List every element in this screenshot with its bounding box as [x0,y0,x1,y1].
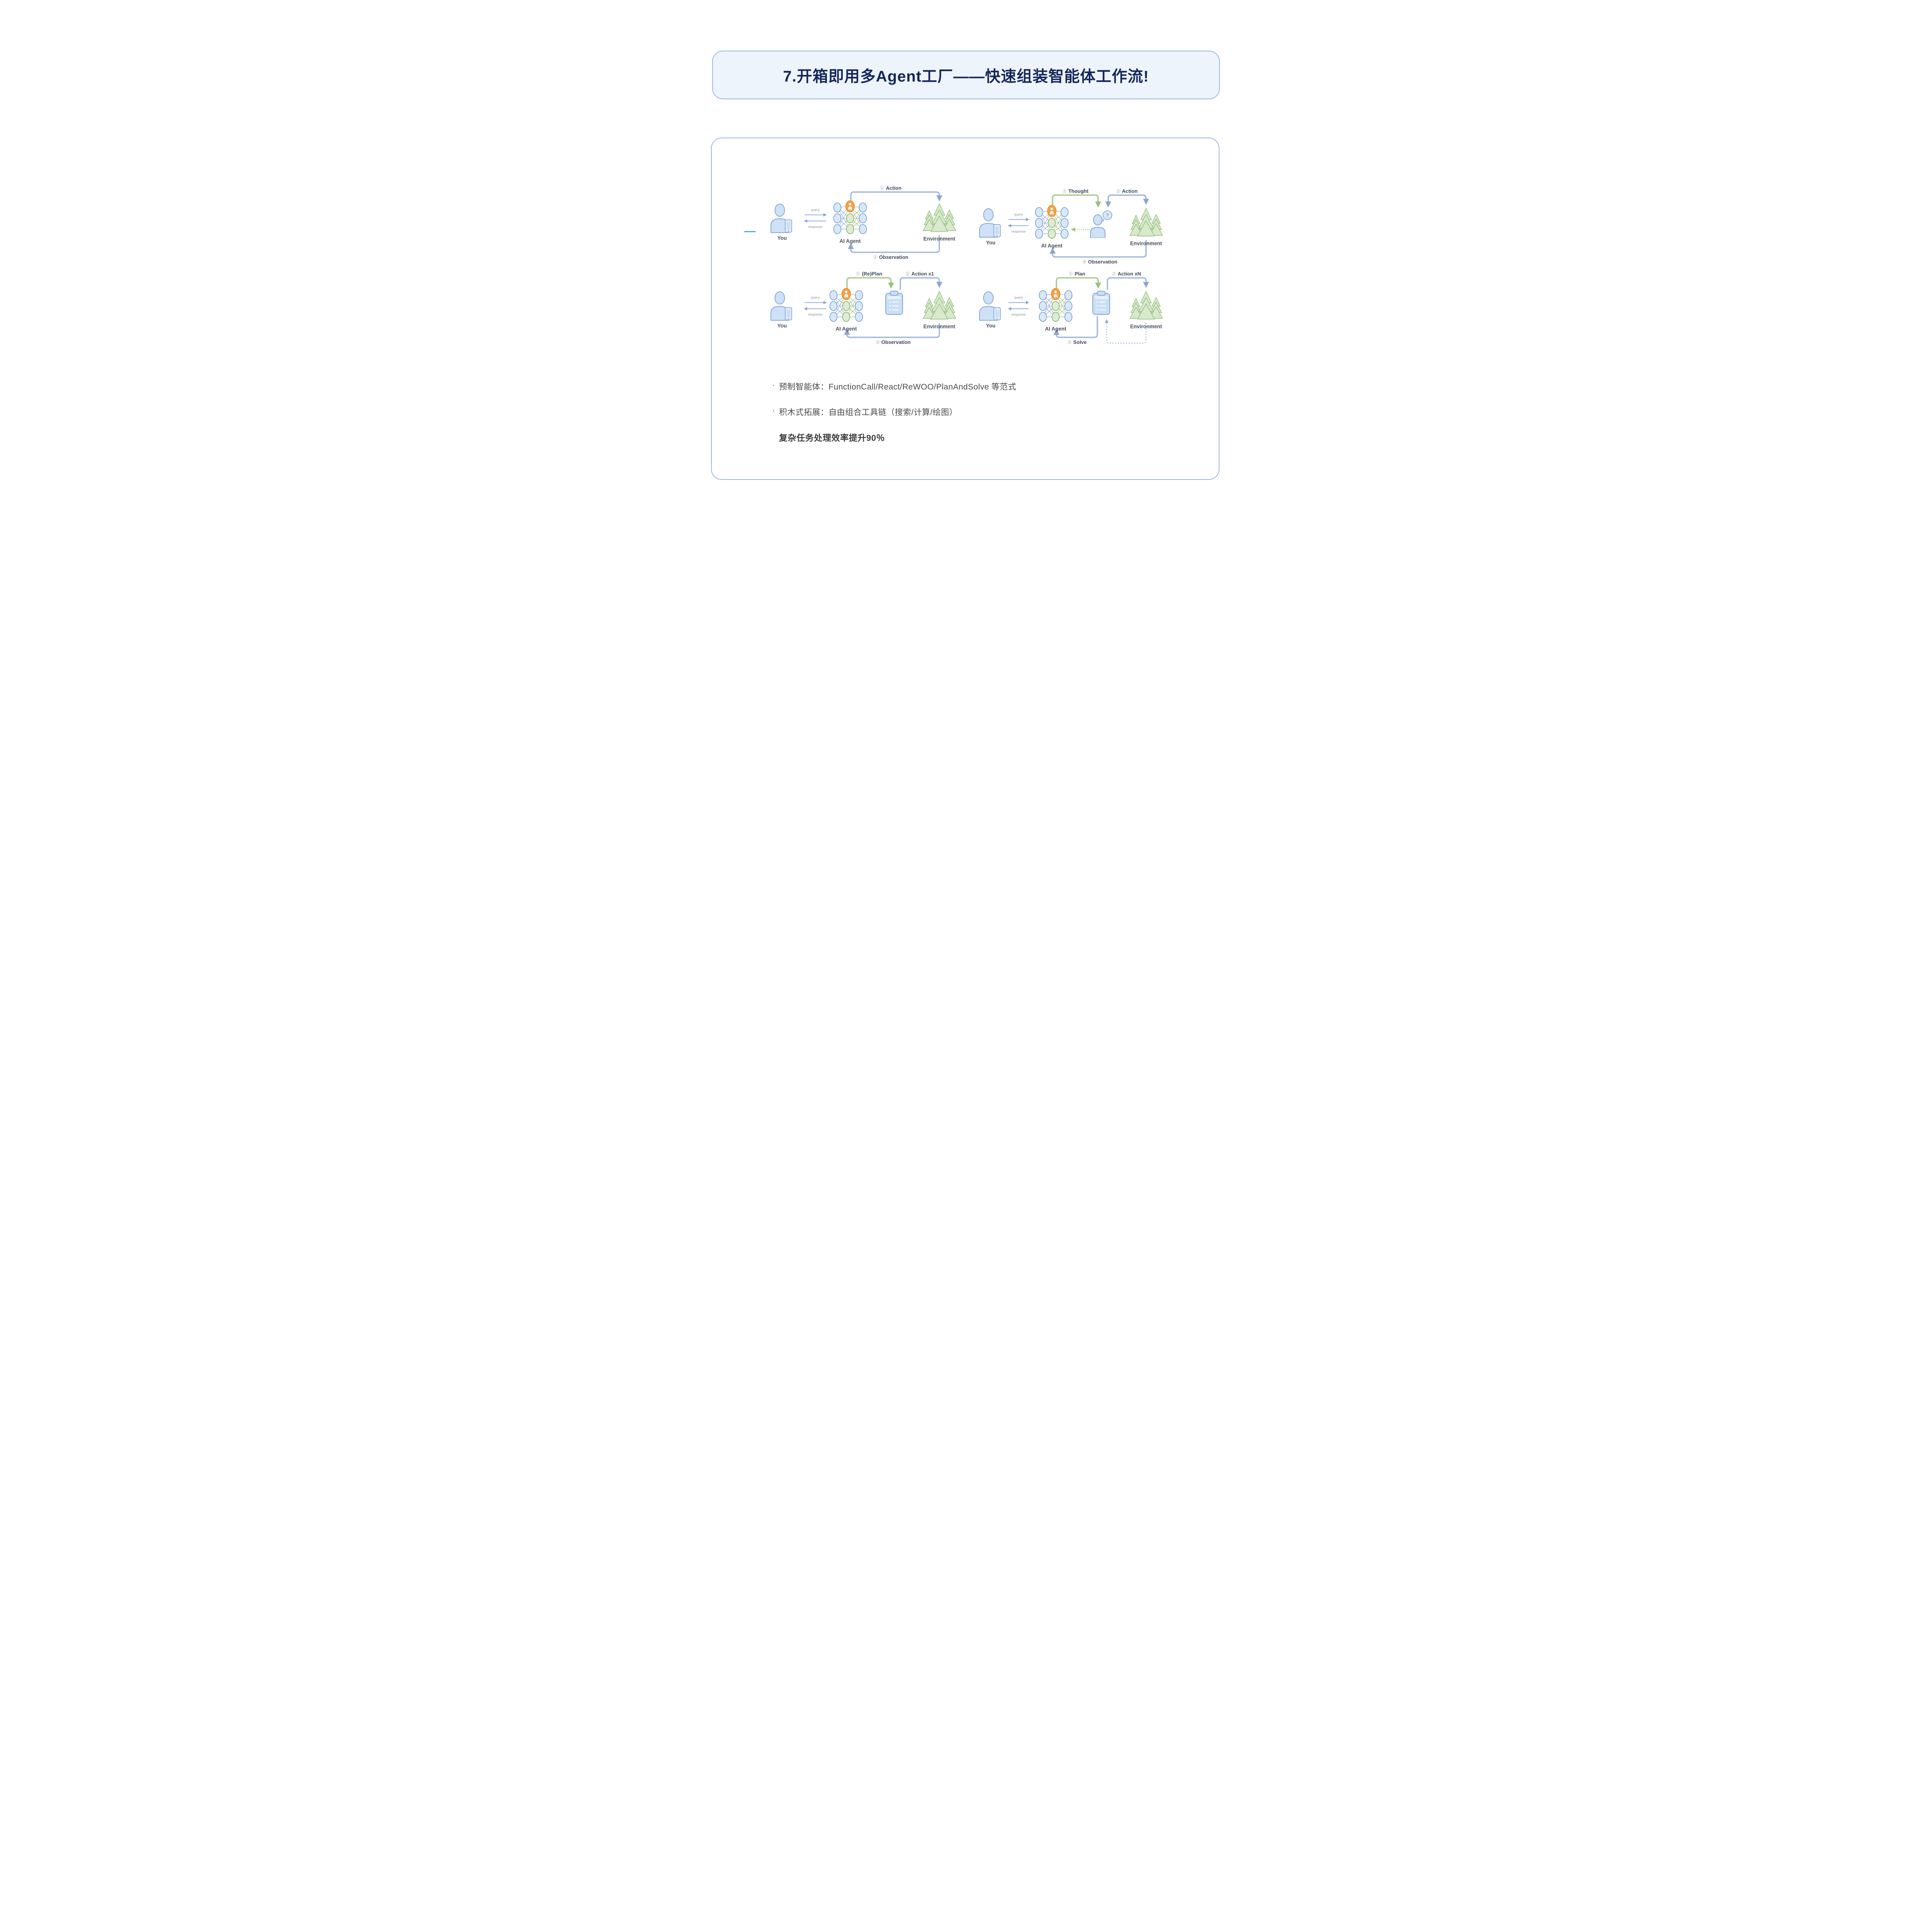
bullet-item-toolchain: · 积木式拓展：自由组合工具链（搜索/计算/绘图） [772,406,957,418]
you-label: You [777,323,787,329]
query-label: query [1014,213,1023,216]
slide: 7.开箱即用多Agent工厂——快速组装智能体工作流! [657,0,1275,534]
environment-label: Environment [1130,240,1162,247]
clipboard-icon [1092,291,1111,315]
agent-label: AI Agent [1045,326,1066,332]
ai-agent-icon [1032,204,1071,242]
highlight-text: 复杂任务处理效率提升90％ [779,433,885,443]
response-label: response [808,313,823,316]
title-card: 7.开箱即用多Agent工厂——快速组装智能体工作流! [712,51,1220,99]
you-icon [770,204,794,233]
query-label: query [811,208,820,212]
query-label: query [1014,296,1023,299]
thinker-icon [1089,210,1113,238]
ai-agent-icon [831,199,869,238]
environment-icon [1129,290,1163,322]
bullet-marker: · [772,406,775,415]
bullet-item-paradigms: · 预制智能体：FunctionCall/React/ReWOO/PlanAnd… [772,381,1016,392]
bullet-text: 预制智能体：FunctionCall/React/ReWOO/PlanAndSo… [779,383,1016,391]
response-label: response [1011,230,1026,233]
thought-question-mark: ? [1106,212,1109,218]
environment-label: Environment [923,323,956,330]
you-label: You [777,235,787,241]
environment-label: Environment [923,236,956,242]
you-icon [770,291,794,321]
step-label-replan: ①(Re)Plan [855,271,883,277]
environment-icon [923,290,956,322]
agent-label: AI Agent [839,238,861,244]
bullet-text: 积木式拓展：自由组合工具链（搜索/计算/绘图） [779,408,957,417]
query-label: query [811,296,820,299]
page-title: 7.开箱即用多Agent工厂——快速组装智能体工作流! [783,68,1149,85]
ai-agent-icon [827,287,866,325]
agent-label: AI Agent [1041,243,1063,249]
ai-agent-icon [1036,287,1075,325]
you-icon [978,208,1003,238]
environment-label: Environment [1130,323,1162,330]
environment-icon [923,202,956,235]
accent-dash [744,231,756,232]
response-label: response [808,225,823,229]
you-icon [978,291,1003,321]
agent-label: AI Agent [835,326,857,332]
response-label: response [1011,313,1026,316]
environment-icon [1129,207,1163,239]
clipboard-icon [885,291,903,315]
bullet-marker: · [772,381,775,389]
you-label: You [986,323,996,329]
you-label: You [986,240,996,246]
